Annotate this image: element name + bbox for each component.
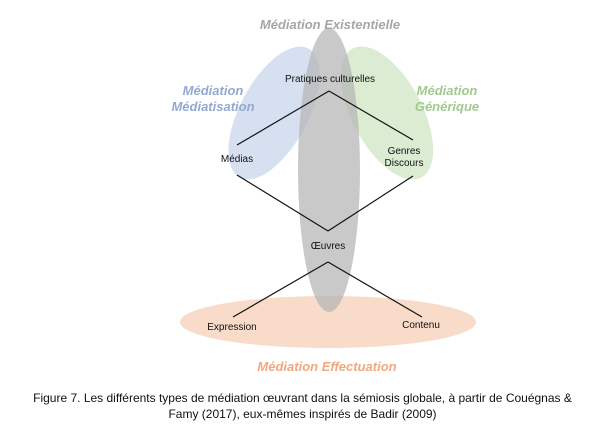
caption-line-2: Famy (2017), eux-mêmes inspirés de Badir… bbox=[168, 407, 437, 421]
figure-caption: Figure 7. Les différents types de médiat… bbox=[0, 390, 605, 422]
line-oeuvres-contenu bbox=[327, 261, 423, 318]
mediation-mediatisation-ellipse bbox=[228, 46, 320, 180]
line-medias-oeuvres bbox=[236, 174, 329, 232]
node-oeuvres: Œuvres bbox=[311, 241, 345, 252]
node-pratiques-culturelles: Pratiques culturelles bbox=[285, 74, 375, 85]
mediation-effectuation-ellipse bbox=[180, 296, 476, 348]
label-mediation-effectuation: Médiation Effectuation bbox=[257, 359, 396, 374]
label-mediation-generique-line1: Médiation bbox=[417, 83, 478, 98]
label-mediation-existentielle: Médiation Existentielle bbox=[260, 17, 400, 32]
node-contenu: Contenu bbox=[402, 320, 440, 331]
line-genres-oeuvres bbox=[327, 175, 414, 232]
label-mediation-generique-line2: Générique bbox=[415, 99, 479, 114]
line-pratiques-medias bbox=[236, 90, 330, 146]
node-discours: Discours bbox=[385, 158, 424, 169]
mediation-generique-ellipse bbox=[340, 46, 434, 180]
line-pratiques-genres bbox=[328, 90, 414, 141]
label-mediation-mediatisation-line2: Médiatisation bbox=[171, 99, 254, 114]
mediation-existentielle-ellipse bbox=[298, 28, 360, 312]
label-mediation-mediatisation-line1: Médiation bbox=[183, 83, 244, 98]
node-genres: Genres bbox=[388, 146, 421, 157]
node-expression: Expression bbox=[207, 322, 256, 333]
node-medias: Médias bbox=[221, 154, 253, 165]
line-oeuvres-expression bbox=[232, 261, 329, 318]
caption-line-1: Figure 7. Les différents types de médiat… bbox=[33, 391, 572, 405]
